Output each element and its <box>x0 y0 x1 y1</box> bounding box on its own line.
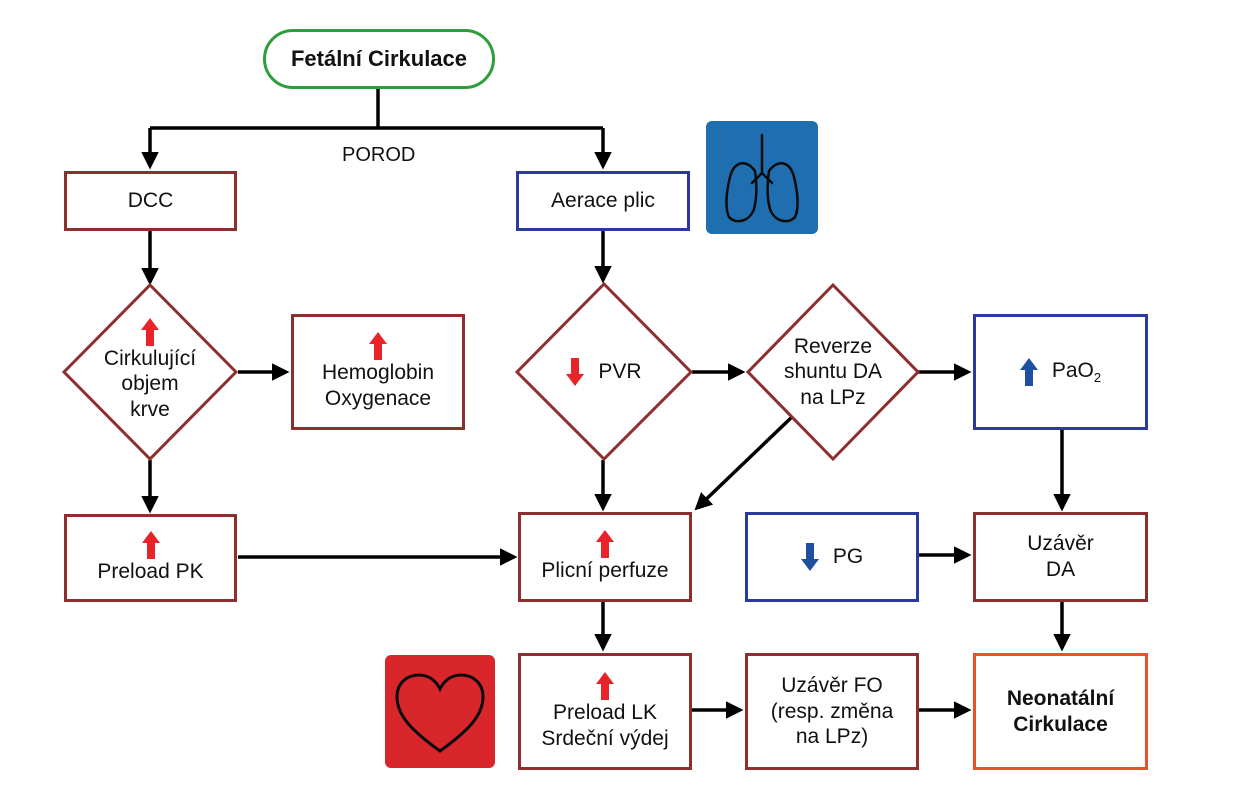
node-preload-pk: Preload PK <box>64 514 237 602</box>
diamond-pvr <box>514 281 694 462</box>
node-neonatalni-cirkulace: Neonatální Cirkulace <box>973 653 1148 770</box>
uzaver-da-label-1: Uzávěr <box>1027 532 1094 556</box>
up-arrow-icon <box>141 317 159 346</box>
uzaver-fo-label-3: na LPz) <box>795 725 869 749</box>
up-arrow-blue-icon <box>1019 357 1038 386</box>
reverze-label-3: na LPz <box>800 385 866 409</box>
pao2-main: PaO <box>1051 358 1094 382</box>
node-pao2: PaO2 <box>973 314 1148 430</box>
neo-label-1: Neonatální <box>1006 686 1115 710</box>
node-reverze-shuntu: Reverze shuntu DA na LPz <box>768 322 898 422</box>
preload-lk-label-1: Preload LK <box>553 700 657 724</box>
node-hemoglobin: Hemoglobin Oxygenace <box>291 314 465 430</box>
connector-fetal-split <box>150 87 603 130</box>
pao2-label: PaO2 <box>1052 358 1101 386</box>
node-preload-lk: Preload LK Srdeční výdej <box>518 653 692 770</box>
node-uzaver-da: Uzávěr DA <box>973 512 1148 602</box>
uzaver-fo-label-1: Uzávěr FO <box>781 674 883 698</box>
diamond-reverze <box>745 282 921 462</box>
up-arrow-icon <box>369 332 387 361</box>
pg-label: PG <box>832 545 864 569</box>
label-porod: POROD <box>342 144 416 166</box>
plicni-label: Plicní perfuze <box>541 559 669 583</box>
cirk-label-1: Cirkulující <box>103 346 197 370</box>
node-plicni-perfuze: Plicní perfuze <box>518 512 692 602</box>
cirk-label-3: krve <box>130 397 170 421</box>
pao2-sub: 2 <box>1093 370 1102 386</box>
node-dcc-label: DCC <box>127 189 174 213</box>
preload-pk-label: Preload PK <box>97 560 204 584</box>
hemo-label-1: Hemoglobin <box>321 361 435 385</box>
node-cirkulujici-objem: Cirkulující objem krve <box>84 300 216 440</box>
up-arrow-icon <box>596 530 614 559</box>
node-fetalni-cirkulace: Fetální Cirkulace <box>263 29 495 89</box>
pvr-label: PVR <box>598 360 642 384</box>
node-fetalni-cirkulace-label: Fetální Cirkulace <box>290 45 468 71</box>
node-aerace-plic: Aerace plic <box>516 171 690 231</box>
up-arrow-icon <box>596 671 614 700</box>
hemo-label-2: Oxygenace <box>324 387 432 410</box>
down-arrow-blue-icon <box>800 543 819 571</box>
heart-icon <box>385 655 495 768</box>
preload-lk-label-2: Srdeční výdej <box>541 726 669 750</box>
up-arrow-icon <box>141 531 160 560</box>
node-dcc: DCC <box>64 171 237 231</box>
node-pvr: PVR <box>544 342 664 402</box>
uzaver-da-label-2: DA <box>1045 558 1076 581</box>
node-aerace-plic-label: Aerace plic <box>551 189 655 213</box>
lungs-icon <box>706 121 818 234</box>
reverze-label-1: Reverze <box>793 334 873 358</box>
diamond-cirkulujici <box>61 282 239 462</box>
cirk-label-2: objem <box>121 372 179 396</box>
node-pg: PG <box>745 512 919 602</box>
arrow-reverze-plicni <box>694 414 795 511</box>
uzaver-fo-label-2: (resp. změna <box>770 699 894 723</box>
node-uzaver-fo: Uzávěr FO (resp. změna na LPz) <box>745 653 919 770</box>
down-arrow-icon <box>566 358 585 386</box>
reverze-label-2: shuntu DA <box>783 360 883 384</box>
neo-label-2: Cirkulace <box>1013 712 1108 736</box>
